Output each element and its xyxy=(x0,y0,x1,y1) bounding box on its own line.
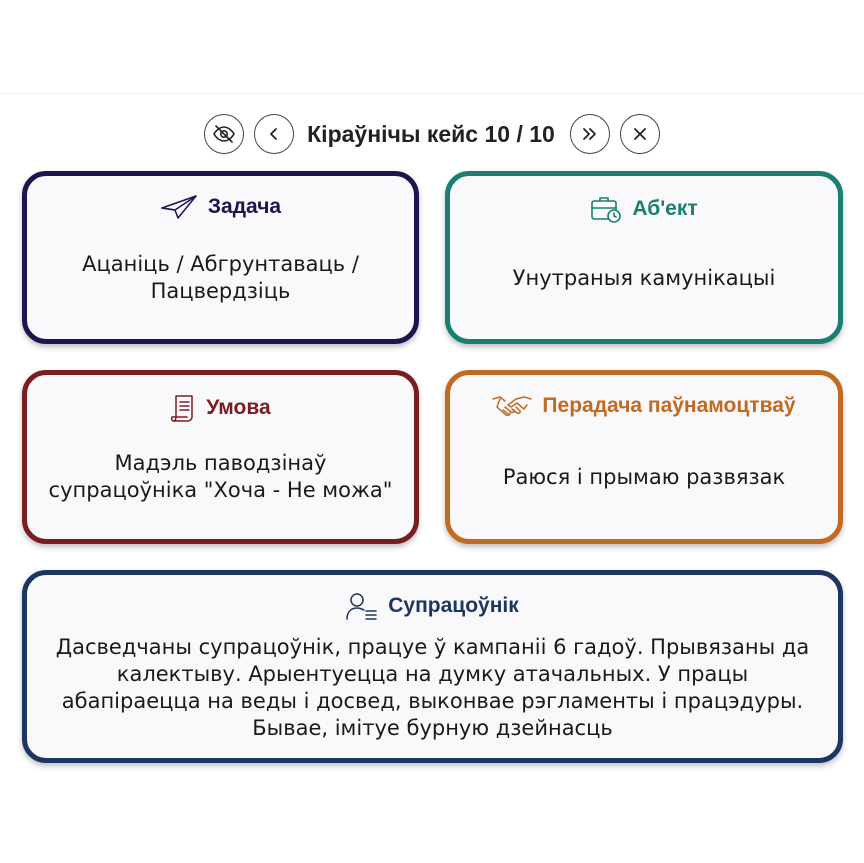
delegation-card-header: Перадача паўнамоцтваў xyxy=(450,393,838,419)
handshake-icon xyxy=(492,393,533,419)
briefcase-clock-icon xyxy=(590,194,622,224)
top-divider xyxy=(0,93,864,94)
scroll-document-icon xyxy=(170,393,196,423)
user-list-icon xyxy=(346,591,378,621)
task-card-header: Задача xyxy=(27,194,414,220)
next-button[interactable] xyxy=(569,114,610,154)
delegation-card: Перадача паўнамоцтваў Раюся і прымаю раз… xyxy=(445,370,843,544)
employee-card-text: Дасведчаны супрацоўнік, працуе ў кампані… xyxy=(55,635,810,740)
eye-off-icon xyxy=(212,122,236,146)
close-button[interactable] xyxy=(619,114,660,154)
condition-card-text: Мадэль паводзінаў супрацоўніка "Хоча - Н… xyxy=(48,451,393,502)
paper-plane-icon xyxy=(160,194,198,220)
object-card-label: Аб'ект xyxy=(632,197,698,220)
object-card-header: Аб'ект xyxy=(450,194,838,224)
double-chevron-right-icon xyxy=(581,126,599,142)
hide-button[interactable] xyxy=(204,114,245,154)
employee-card-header: Супрацоўнік xyxy=(27,591,838,621)
task-card-text: Ацаніць / Абгрунтаваць / Пацвердзіць xyxy=(82,252,359,303)
condition-card-label: Умова xyxy=(206,396,271,419)
task-card: Задача Ацаніць / Абгрунтаваць / Пацвердз… xyxy=(22,171,419,344)
delegation-card-label: Перадача паўнамоцтваў xyxy=(542,394,796,417)
condition-card-header: Умова xyxy=(27,393,414,423)
case-navigation: Кіраўнічы кейс 10 / 10 xyxy=(0,112,864,156)
close-icon xyxy=(632,126,648,142)
task-card-label: Задача xyxy=(207,195,282,218)
chevron-left-icon xyxy=(266,126,282,142)
employee-card: Супрацоўнік Дасведчаны супрацоўнік, прац… xyxy=(22,570,843,763)
case-title: Кіраўнічы кейс 10 / 10 xyxy=(307,120,555,147)
object-card-text: Унутраныя камунікацыі xyxy=(512,265,776,290)
employee-card-label: Супрацоўнік xyxy=(388,594,519,617)
delegation-card-text: Раюся і прымаю развязак xyxy=(502,464,786,489)
object-card: Аб'ект Унутраныя камунікацыі xyxy=(445,171,843,344)
previous-button[interactable] xyxy=(254,114,295,154)
condition-card: Умова Мадэль паводзінаў супрацоўніка "Хо… xyxy=(22,370,419,544)
